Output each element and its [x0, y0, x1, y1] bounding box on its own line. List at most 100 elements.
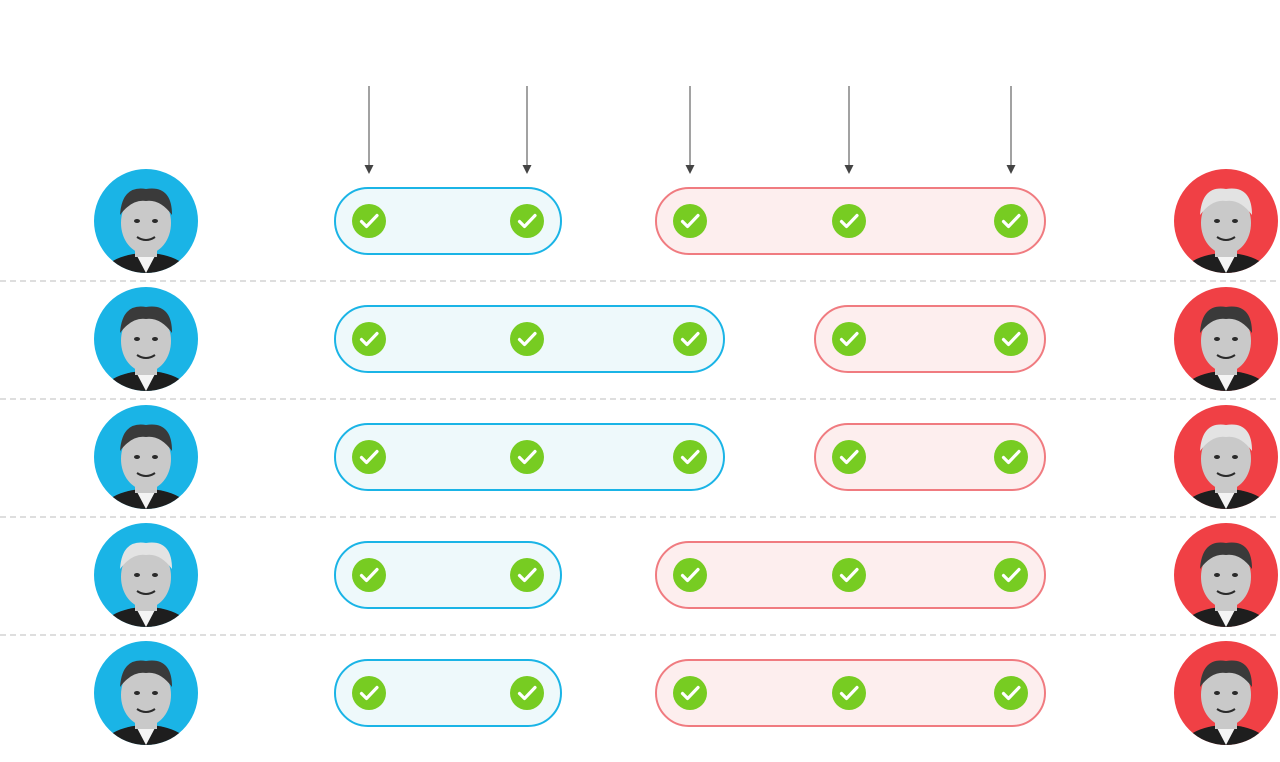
eye [1232, 455, 1238, 459]
arrow-head [844, 165, 854, 174]
down-arrow-icon [522, 86, 532, 174]
eye [134, 573, 140, 577]
eye [1232, 337, 1238, 341]
eye [1214, 691, 1220, 695]
check-circle-bg [994, 440, 1028, 474]
hair [120, 188, 172, 215]
check-circle-icon [352, 676, 386, 710]
portrait [100, 424, 192, 509]
check-circle-icon [832, 204, 866, 238]
mouth [1216, 472, 1236, 477]
arrow-head [522, 165, 532, 174]
check-mark [517, 449, 537, 465]
check-mark [517, 567, 537, 583]
john-mccain-portrait [1174, 405, 1278, 509]
check-mark [680, 213, 700, 229]
check-circle-bg [994, 676, 1028, 710]
portrait [1180, 660, 1272, 745]
check-circle-icon [673, 676, 707, 710]
down-arrow-icon [1006, 86, 1016, 174]
check-mark [839, 567, 859, 583]
portrait [100, 306, 192, 391]
check-circle-bg [832, 204, 866, 238]
check-circle-icon [832, 558, 866, 592]
mouth [136, 236, 156, 241]
check-mark [839, 685, 859, 701]
check-mark [680, 449, 700, 465]
head [1201, 428, 1251, 490]
portrait [1180, 424, 1272, 509]
check-mark [1001, 331, 1021, 347]
check-circle-icon [673, 558, 707, 592]
check-circle-icon [994, 204, 1028, 238]
eye [1214, 219, 1220, 223]
check-circle-bg [832, 558, 866, 592]
check-mark [517, 331, 537, 347]
hair [1200, 306, 1252, 333]
shirt-collar [136, 608, 156, 627]
check-mark [1001, 213, 1021, 229]
george-w-bush-portrait [1174, 523, 1278, 627]
check-mark [517, 685, 537, 701]
suit [100, 489, 192, 509]
eye [1232, 691, 1238, 695]
hair [1200, 188, 1252, 215]
check-circle-bg [994, 204, 1028, 238]
eye [152, 573, 158, 577]
democrat-win-pill [334, 187, 562, 255]
check-mark [359, 567, 379, 583]
shirt-collar [136, 372, 156, 391]
check-circle-bg [510, 440, 544, 474]
check-circle-icon [673, 322, 707, 356]
mouth [1216, 590, 1236, 595]
shirt-collar [1216, 372, 1236, 391]
check-circle-icon [510, 322, 544, 356]
portrait [100, 542, 192, 627]
suit [1180, 607, 1272, 627]
check-circle-icon [352, 440, 386, 474]
check-circle-icon [832, 676, 866, 710]
check-mark [517, 213, 537, 229]
head [1201, 664, 1251, 726]
head [121, 664, 171, 726]
hair [120, 424, 172, 451]
suit [1180, 371, 1272, 391]
check-circle-bg [352, 440, 386, 474]
check-circle-icon [994, 440, 1028, 474]
democrat-win-pill [334, 659, 562, 727]
shirt-collar [1216, 726, 1236, 745]
suit [1180, 489, 1272, 509]
check-circle-icon [994, 676, 1028, 710]
eye [1214, 573, 1220, 577]
check-mark [839, 449, 859, 465]
shirt-collar [136, 254, 156, 273]
arrow-head [685, 165, 695, 174]
check-mark [680, 685, 700, 701]
shirt-collar [1216, 490, 1236, 509]
arrow-head [1006, 165, 1016, 174]
eye [1214, 455, 1220, 459]
check-mark [359, 449, 379, 465]
mouth [136, 708, 156, 713]
george-w-bush-portrait [1174, 641, 1278, 745]
republican-win-pill [814, 305, 1046, 373]
head [121, 192, 171, 254]
mitt-romney-portrait [1174, 287, 1278, 391]
down-arrow-icon [685, 86, 695, 174]
check-circle-bg [510, 322, 544, 356]
suit [1180, 725, 1272, 745]
head [1201, 546, 1251, 608]
check-circle-icon [352, 204, 386, 238]
suit [100, 607, 192, 627]
eye [134, 691, 140, 695]
suit [100, 253, 192, 273]
check-mark [1001, 685, 1021, 701]
check-mark [839, 213, 859, 229]
check-circle-bg [832, 440, 866, 474]
check-mark [359, 685, 379, 701]
al-gore-portrait [94, 641, 198, 745]
check-circle-bg [510, 204, 544, 238]
check-circle-icon [352, 322, 386, 356]
shirt-collar [1216, 608, 1236, 627]
